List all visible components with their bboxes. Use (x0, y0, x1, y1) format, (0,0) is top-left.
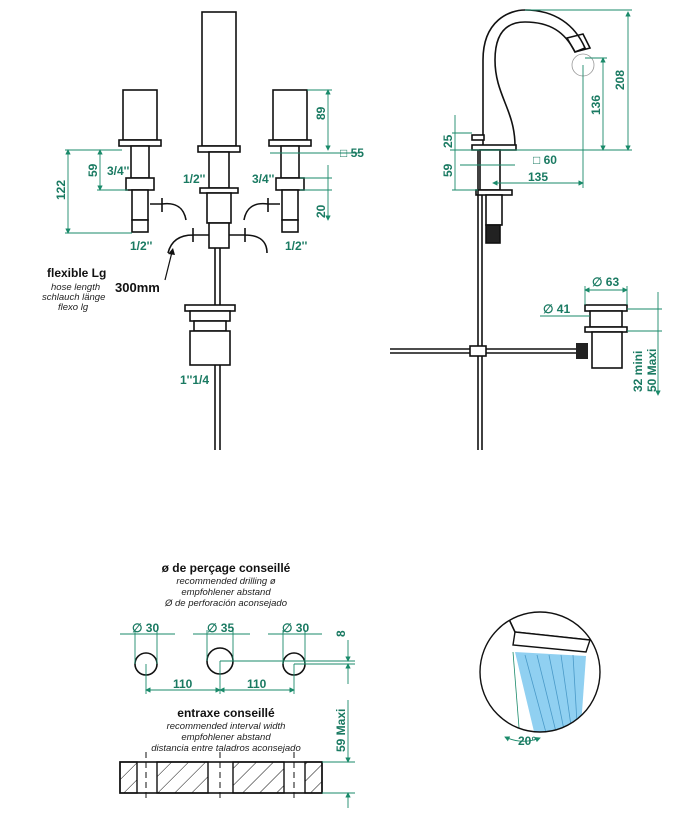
thread-right-bottom: 1/2'' (285, 239, 308, 253)
dim-32-mini: 32 mini (631, 351, 645, 392)
interval-de: empfohlener abstand (181, 732, 271, 743)
hole-center-diameter: ∅ 35 (207, 621, 234, 635)
side-dimensions: 208 136 25 59 □ 60 135 ∅ 63 ∅ 41 32 mini… (441, 9, 662, 396)
drilling-es: Ø de perforación aconsejado (164, 598, 287, 609)
dim-136: 136 (589, 95, 603, 115)
dim-63: ∅ 63 (592, 275, 619, 289)
dim-25: 25 (441, 134, 455, 148)
drilling-de: empfohlener abstand (181, 587, 271, 598)
front-dimensions: 89 □ 55 20 122 59 3/4'' 1/2'' 3/4'' 1/2'… (54, 89, 364, 387)
hose-title: flexible Lg (47, 266, 106, 280)
aerator-detail: 20° (479, 611, 601, 748)
drain-thread: 1''1/4 (180, 373, 209, 387)
dim-122: 122 (54, 180, 68, 200)
drilling-section: ø de perçage conseillé recommended drill… (120, 561, 355, 694)
thread-left-bottom: 1/2'' (130, 239, 153, 253)
drilling-title: ø de perçage conseillé (162, 561, 291, 575)
dim-55: □ 55 (340, 146, 364, 160)
dim-59-side: 59 (441, 163, 455, 177)
dim-60: □ 60 (533, 153, 557, 167)
thread-right-top: 3/4'' (252, 172, 275, 186)
drain-front (184, 304, 236, 366)
stream-angle: 20° (518, 734, 536, 748)
interval-title: entraxe conseillé (177, 706, 275, 720)
interval-section: entraxe conseillé recommended interval w… (119, 700, 355, 808)
hose-callout: flexible Lg hose length schlauch länge f… (42, 248, 175, 313)
spacing-right: 110 (247, 677, 267, 691)
hose-de: schlauch länge (42, 292, 105, 303)
dim-208: 208 (613, 70, 627, 90)
drain-side (576, 304, 628, 369)
thread-left-top: 3/4'' (107, 164, 130, 178)
dim-59: 59 (86, 163, 100, 177)
dim-41: ∅ 41 (543, 302, 570, 316)
hose-length: 300mm (115, 280, 160, 295)
hose-es: flexo lg (58, 302, 89, 313)
dim-89: 89 (314, 106, 328, 120)
thread-center: 1/2'' (183, 172, 206, 186)
right-handle (243, 89, 312, 233)
dim-135: 135 (528, 170, 548, 184)
dim-20: 20 (314, 204, 328, 218)
interval-en: recommended interval width (167, 721, 286, 732)
left-handle (118, 89, 187, 233)
interval-es: distancia entre taladros aconsejado (151, 743, 300, 754)
drilling-en: recommended drilling ø (176, 576, 275, 587)
hose-en: hose length (51, 282, 100, 293)
spout (167, 11, 268, 450)
hole-left-diameter: ∅ 30 (132, 621, 159, 635)
hole-right-diameter: ∅ 30 (282, 621, 309, 635)
spacing-left: 110 (173, 677, 193, 691)
offset-8: 8 (334, 630, 348, 637)
max-thickness: 59 Maxi (334, 709, 348, 752)
water-stream (515, 652, 586, 732)
front-view: 89 □ 55 20 122 59 3/4'' 1/2'' 3/4'' 1/2'… (42, 11, 364, 450)
dim-50-maxi: 50 Maxi (645, 349, 659, 392)
side-view: 208 136 25 59 □ 60 135 ∅ 63 ∅ 41 32 mini… (390, 9, 662, 450)
